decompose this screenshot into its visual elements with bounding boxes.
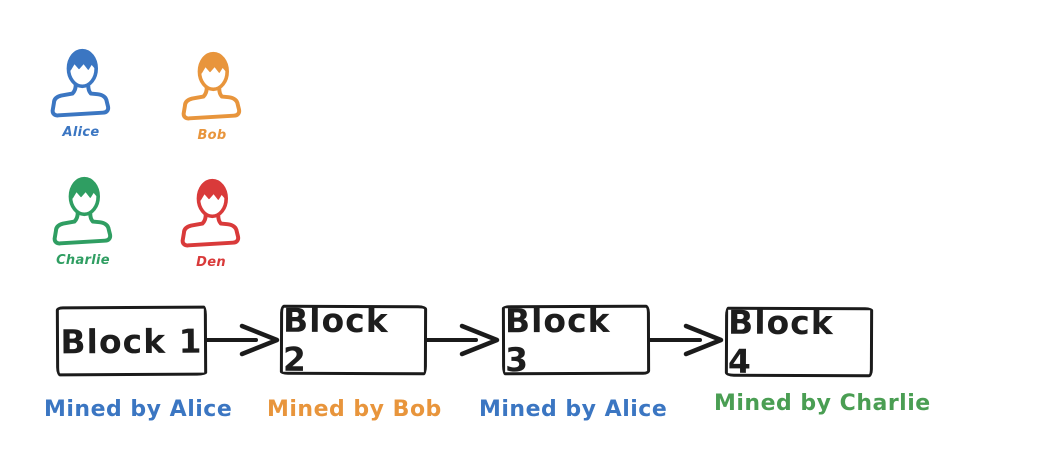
person-den: Den xyxy=(172,172,250,270)
person-charlie: Charlie xyxy=(44,170,122,268)
person-icon xyxy=(50,170,116,250)
person-name-label: Charlie xyxy=(56,253,110,268)
mined-by-label-block-2: Mined by Bob xyxy=(267,397,442,422)
arrow-right-icon xyxy=(203,322,282,362)
person-icon xyxy=(178,172,244,252)
person-name-label: Den xyxy=(196,255,226,270)
person-alice: Alice xyxy=(42,42,120,140)
block-3: Block 3 xyxy=(501,301,651,379)
mined-by-label-block-1: Mined by Alice xyxy=(44,397,233,422)
block-label: Block 4 xyxy=(727,302,834,381)
block-1: Block 1 xyxy=(55,305,208,377)
block-label: Block 2 xyxy=(282,300,389,379)
person-name-label: Alice xyxy=(62,125,100,140)
person-name-label: Bob xyxy=(197,128,227,143)
block-label: Block 1 xyxy=(60,321,203,361)
mined-by-label-block-3: Mined by Alice xyxy=(479,397,668,422)
arrow-right-icon xyxy=(647,322,726,362)
person-icon xyxy=(48,42,114,122)
person-icon xyxy=(179,45,245,125)
block-2: Block 2 xyxy=(279,301,428,379)
mined-by-label-block-4: Mined by Charlie xyxy=(714,391,931,416)
arrow-right-icon xyxy=(423,322,502,362)
person-bob: Bob xyxy=(173,45,251,143)
block-4: Block 4 xyxy=(724,303,874,381)
block-label: Block 3 xyxy=(504,300,611,380)
